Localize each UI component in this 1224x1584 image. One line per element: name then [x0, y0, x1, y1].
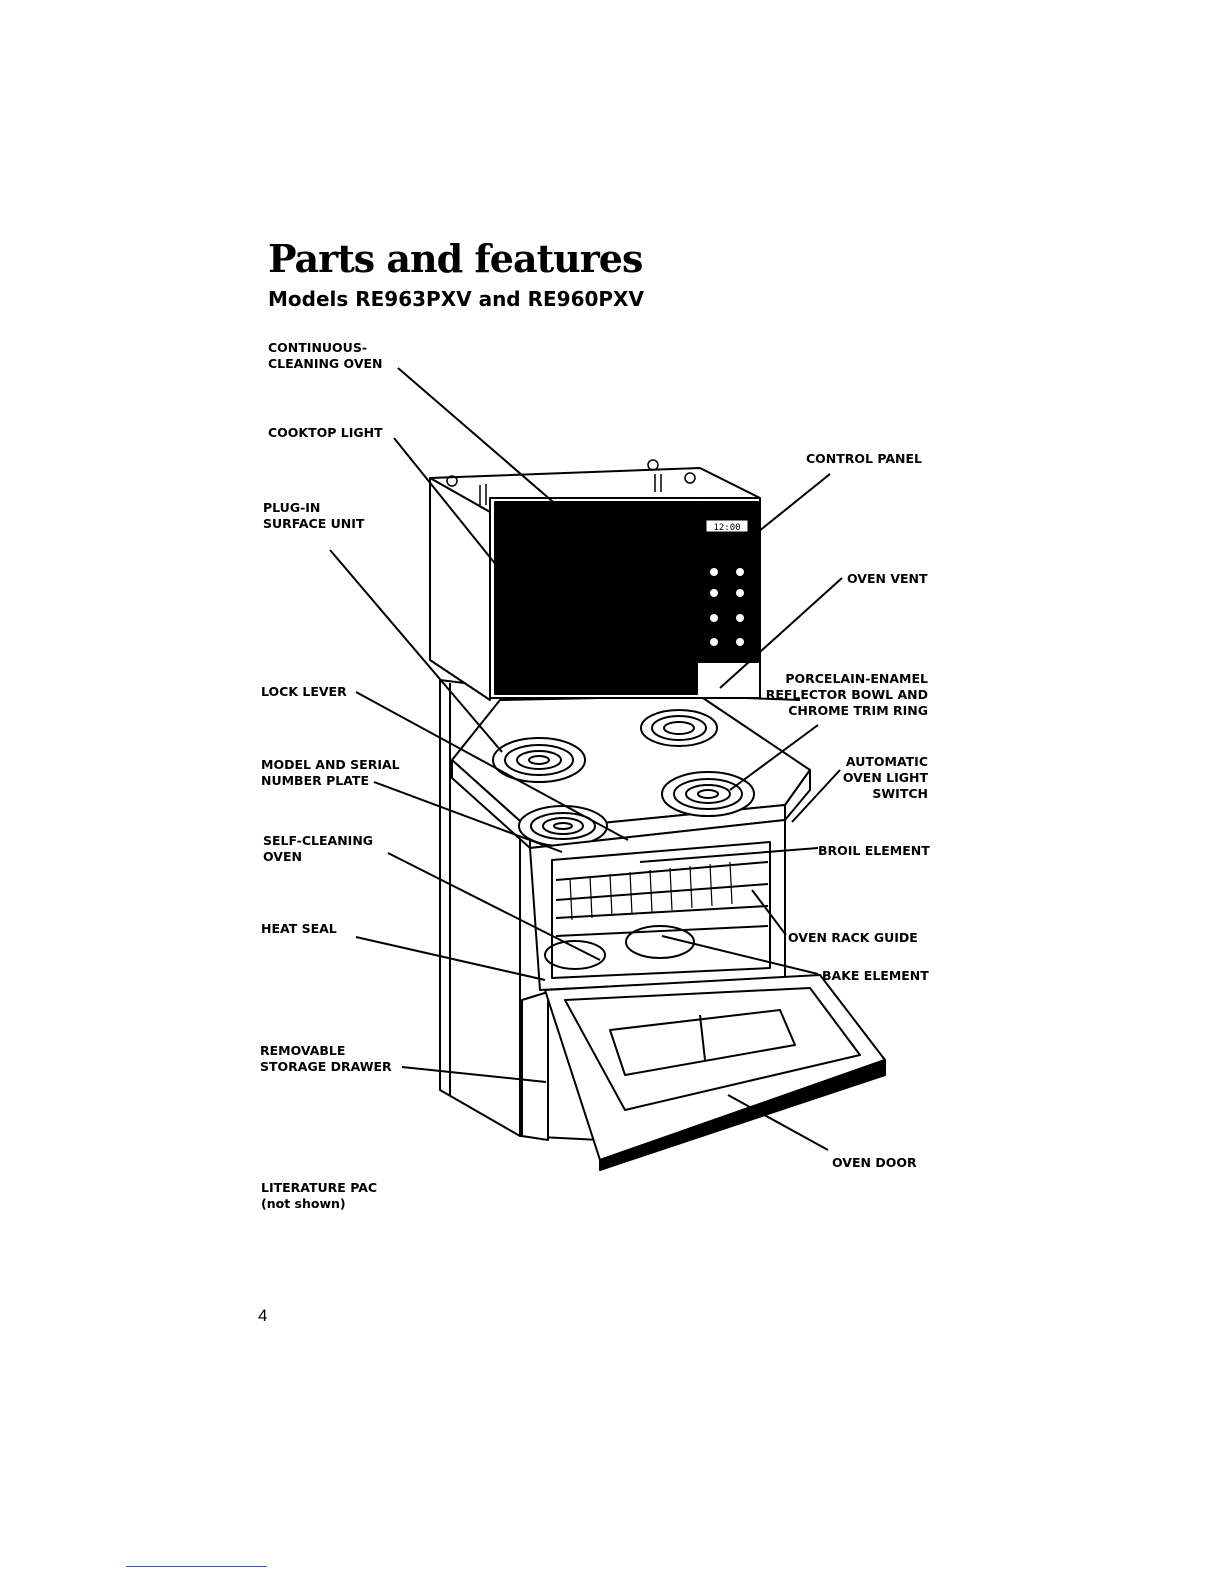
leader-plug-in-surface-unit [329, 549, 503, 753]
page-title: Parts and features [268, 236, 643, 281]
leader-lines [329, 367, 843, 1151]
leader-reflector-bowl [729, 724, 819, 791]
leader-bake-element [661, 935, 819, 975]
models-subtitle: Models RE963PXV and RE960PXV [268, 287, 644, 311]
leader-oven-rack-guide [751, 889, 787, 936]
oven-door [544, 974, 886, 1171]
leader-continuous-cleaning-oven [397, 367, 619, 559]
footer-rule [126, 1566, 267, 1567]
upper-oven [429, 459, 761, 701]
leader-self-cleaning-oven [387, 852, 601, 961]
leader-oven-door [727, 1094, 829, 1151]
label-heat-seal: HEAT SEAL [261, 921, 337, 936]
page-number: 4 [258, 1306, 268, 1325]
label-lock-lever: LOCK LEVER [261, 684, 347, 699]
clock-display: 12:00 [713, 523, 740, 533]
leader-lock-lever [355, 691, 629, 841]
label-removable-storage-drawer: REMOVABLE STORAGE DRAWER [260, 1043, 392, 1074]
label-oven-vent: OVEN VENT [847, 571, 928, 586]
leader-control-panel [737, 473, 831, 549]
leader-model-serial-plate [373, 781, 563, 853]
label-automatic-oven-light-switch: AUTOMATIC OVEN LIGHT SWITCH [842, 754, 928, 801]
label-continuous-cleaning-oven: CONTINUOUS- CLEANING OVEN [268, 340, 383, 371]
label-model-serial-plate: MODEL AND SERIAL NUMBER PLATE [261, 757, 400, 788]
label-plug-in-surface-unit: PLUG-IN SURFACE UNIT [263, 500, 365, 531]
label-bake-element: BAKE ELEMENT [822, 968, 929, 983]
leader-heat-seal [355, 936, 546, 981]
label-self-cleaning-oven: SELF-CLEANING OVEN [263, 833, 374, 864]
upper-oven-window [494, 501, 698, 695]
clock-display-box [705, 519, 749, 533]
label-reflector-bowl: PORCELAIN-ENAMEL REFLECTOR BOWL AND CHRO… [765, 671, 928, 718]
lower-oven [529, 819, 786, 991]
leader-storage-drawer [401, 1066, 547, 1083]
label-oven-door: OVEN DOOR [832, 1155, 917, 1170]
label-oven-rack-guide: OVEN RACK GUIDE [788, 930, 918, 945]
leader-broil-element [639, 847, 819, 863]
storage-drawer [521, 991, 549, 1141]
label-control-panel: CONTROL PANEL [806, 451, 923, 466]
literature-pac-note: LITERATURE PAC (not shown) [261, 1180, 378, 1211]
leader-oven-vent [719, 577, 843, 689]
leader-auto-oven-light [791, 769, 841, 823]
label-broil-element: BROIL ELEMENT [818, 843, 930, 858]
label-cooktop-light: COOKTOP LIGHT [268, 425, 383, 440]
leader-cooktop-light [393, 437, 601, 695]
